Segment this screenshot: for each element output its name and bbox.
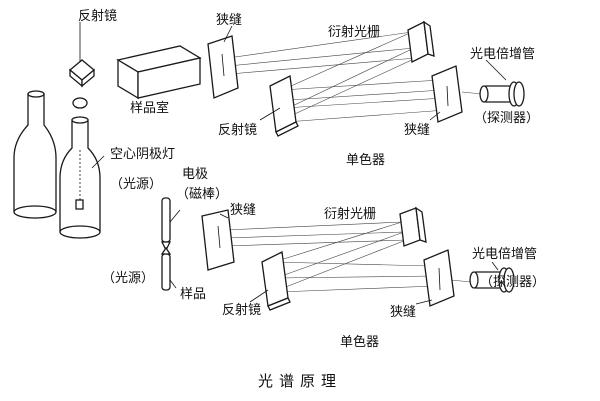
hollow-cathode-lamp xyxy=(59,116,101,239)
label-upper-reflector: 反射镜 xyxy=(78,8,117,24)
label-electrode: 电极 xyxy=(182,167,208,182)
label-upper-monochromator: 单色器 xyxy=(346,152,385,168)
label-lower-monochromator: 单色器 xyxy=(340,334,379,350)
label-sample: 样品 xyxy=(180,287,206,302)
upper-system: 反射镜 狭缝 衍射光栅 光电倍增管 （探测器） 样品室 空心阴极灯 （光源） 反… xyxy=(13,8,539,239)
label-magnet: （磁棒） xyxy=(176,187,228,202)
lower-exit-slit xyxy=(423,249,455,307)
label-sample-chamber: 样品室 xyxy=(130,100,169,116)
label-lower-detector: （探测器） xyxy=(480,275,545,290)
upper-sample-chamber-box xyxy=(116,45,202,100)
label-upper-entrance-slit: 狭缝 xyxy=(216,13,242,28)
upper-reflector xyxy=(68,59,96,88)
lower-pmt xyxy=(469,267,515,293)
label-upper-pmt: 光电倍增管 xyxy=(470,47,535,62)
hollow-cathode-lamp-left xyxy=(13,90,57,219)
label-upper-mirror: 反射镜 xyxy=(218,122,257,138)
label-upper-exit-slit: 狭缝 xyxy=(404,123,430,138)
lower-mirror xyxy=(261,251,291,311)
label-lower-grating: 衍射光栅 xyxy=(324,206,376,222)
label-upper-grating: 衍射光栅 xyxy=(328,24,380,40)
upper-exit-slit xyxy=(431,65,463,123)
label-upper-detector: （探测器） xyxy=(474,111,539,126)
lower-diffraction-grating xyxy=(399,206,427,247)
upper-mirror xyxy=(269,75,299,137)
upper-pmt xyxy=(479,81,525,107)
label-lower-exit-slit: 狭缝 xyxy=(390,305,416,320)
label-lower-mirror: 反射镜 xyxy=(222,302,261,318)
label-upper-source: （光源） xyxy=(110,177,162,192)
label-lower-entrance-slit: 狭缝 xyxy=(230,203,256,218)
label-lower-pmt: 光电倍增管 xyxy=(472,247,537,262)
upper-light-rays xyxy=(227,31,483,123)
lower-light-rays xyxy=(225,221,473,293)
sample-rod xyxy=(160,246,172,291)
figure-caption: 光谱原理 xyxy=(258,372,342,390)
upper-entrance-slit xyxy=(207,35,239,99)
label-hollow-cathode-lamp: 空心阴极灯 xyxy=(110,147,175,162)
electrode-rod xyxy=(160,197,172,252)
lower-entrance-slit xyxy=(201,209,235,271)
upper-lens xyxy=(72,97,88,109)
lower-system: 电极 （磁棒） 狭缝 衍射光栅 光电倍增管 （探测器） （光源） 样品 反射镜 … xyxy=(102,167,545,350)
upper-diffraction-grating xyxy=(407,20,435,63)
label-lower-source: （光源） xyxy=(102,271,154,286)
